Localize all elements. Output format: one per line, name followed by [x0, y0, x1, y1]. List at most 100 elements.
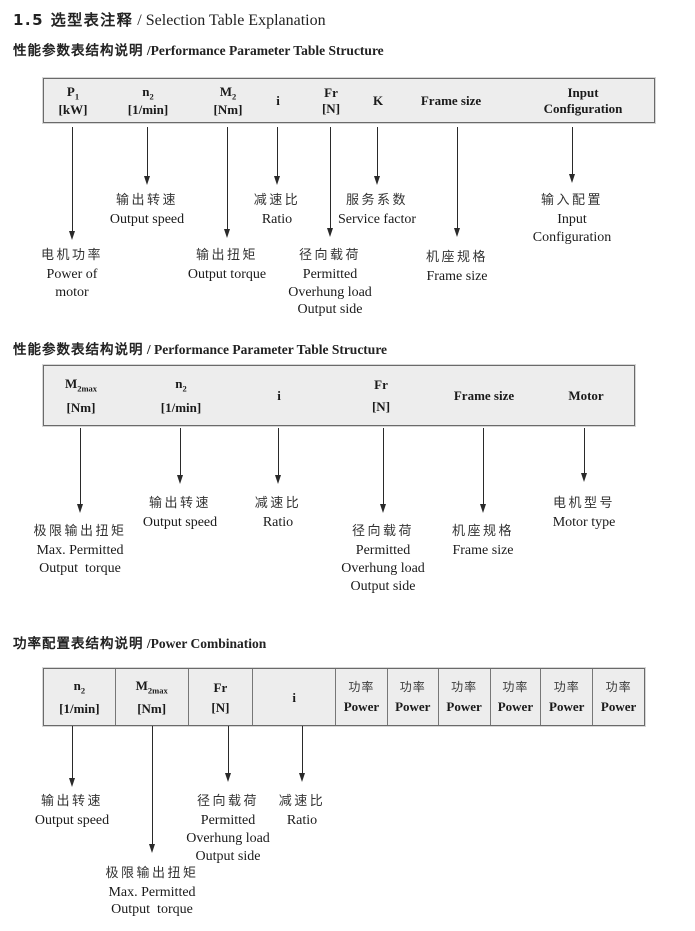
t1-col-frame-size: Frame size	[421, 79, 481, 122]
t3-power-en: Power	[600, 699, 637, 714]
t3-col-n2: n2 [1/min]	[44, 669, 116, 725]
arrow-i-to-ratio-2	[274, 428, 281, 484]
t3-col-power-4: 功率 Power	[491, 669, 542, 725]
s1-label-output-speed-zh: 输出转速	[115, 193, 179, 208]
t2-col-motor-symbol: Motor	[568, 388, 604, 403]
arrow-frame-size	[453, 127, 460, 237]
section3-heading: 功率配置表结构说明 /Power Combination	[13, 632, 266, 653]
t3-power-en: Power	[446, 699, 482, 714]
s3-label-max-torque-en2: Output torque	[111, 902, 193, 917]
s1-label-input-config-zh: 输入配置	[540, 193, 604, 208]
t2-col-m2max: M2max [Nm]	[65, 366, 97, 425]
performance-table-2: M2max [Nm] n2 [1/min] i Fr [N] Frame siz…	[43, 365, 635, 426]
performance-table-1: P1 [kW] n2 [1/min] M2 [Nm] i Fr [N] K Fr…	[43, 78, 655, 123]
arrow-fr-to-overhung-load-2	[379, 428, 386, 513]
t1-col-fr-unit: [N]	[321, 101, 341, 116]
arrow-fr-to-overhung-load	[326, 127, 333, 237]
s1-label-ratio-zh: 减速比	[253, 193, 301, 208]
s2-label-max-torque-en1: Max. Permitted	[36, 543, 124, 558]
t1-col-n2-symbol: n2	[142, 83, 154, 102]
t3-power-en: Power	[497, 699, 534, 714]
s2-label-motor-type-zh: 电机型号	[552, 496, 616, 511]
arrow-n2-to-output-speed	[143, 127, 150, 185]
t3-power-zh: 功率	[348, 680, 375, 694]
t3-power-zh: 功率	[605, 680, 632, 694]
arrow-n2-to-output-speed-2	[176, 428, 183, 484]
s1-label-overhung-en1: Permitted	[302, 267, 358, 282]
section2-heading-en: / Performance Parameter Table Structure	[143, 342, 388, 357]
t2-col-m2max-symbol: M2max	[64, 375, 98, 394]
t3-col-power-2: 功率 Power	[388, 669, 439, 725]
s2-label-overhung-en3: Output side	[350, 579, 416, 594]
t3-col-i-symbol: i	[292, 689, 296, 705]
t1-col-k-symbol: K	[372, 93, 384, 108]
t2-col-fr: Fr [N]	[372, 366, 390, 425]
t3-col-fr: Fr [N]	[189, 669, 254, 725]
t3-power-en: Power	[395, 699, 431, 714]
t2-col-n2-symbol: n2	[175, 375, 187, 394]
t1-col-i-symbol: i	[276, 93, 280, 108]
t2-col-i-symbol: i	[277, 388, 281, 403]
t1-col-i: i	[276, 79, 280, 122]
s1-label-frame-size-zh: 机座规格	[425, 250, 489, 265]
s1-label-overhung-zh: 径向载荷	[298, 248, 362, 263]
section2-heading: 性能参数表结构说明 / Performance Parameter Table …	[13, 338, 387, 359]
t3-power-en: Power	[343, 699, 380, 714]
s3-label-overhung-en3: Output side	[195, 849, 261, 864]
t1-col-input-symbol: Input	[567, 85, 599, 100]
section2-heading-zh: 性能参数表结构说明	[13, 342, 144, 358]
t2-col-n2: n2 [1/min]	[161, 366, 201, 425]
t1-col-fr: Fr [N]	[322, 79, 340, 122]
s3-label-overhung-zh: 径向载荷	[196, 794, 260, 809]
s3-label-max-torque-zh: 极限输出扭矩	[105, 866, 199, 881]
t1-col-input-configuration: Input Configuration	[544, 79, 623, 122]
s2-label-max-torque-en2: Output torque	[39, 561, 121, 576]
power-combination-table: n2 [1/min] M2max [Nm] Fr [N] i 功率 Power …	[43, 668, 645, 726]
section1-heading-en: /Performance Parameter Table Structure	[143, 43, 384, 58]
s1-label-ratio-en: Ratio	[261, 212, 293, 227]
arrow-m2-to-output-torque	[223, 127, 230, 238]
s2-label-output-speed-en: Output speed	[142, 515, 218, 530]
page-title: 1.5 选型表注释 / Selection Table Explanation	[13, 9, 326, 30]
arrow-frame-size-2	[479, 428, 486, 513]
s1-label-overhung-en3: Output side	[297, 302, 363, 317]
s2-label-output-speed-zh: 输出转速	[148, 496, 212, 511]
arrow-m2max-to-max-torque	[76, 428, 83, 513]
t1-col-frame-size-symbol: Frame size	[420, 93, 482, 108]
s1-label-output-torque-zh: 输出扭矩	[195, 248, 259, 263]
s2-label-overhung-en1: Permitted	[355, 543, 411, 558]
s2-label-ratio-zh: 减速比	[254, 496, 302, 511]
t1-col-fr-symbol: Fr	[324, 85, 338, 100]
s3-label-output-speed-en: Output speed	[34, 813, 110, 828]
t3-col-m2max: M2max [Nm]	[116, 669, 189, 725]
t3-col-i: i	[253, 669, 337, 725]
section3-heading-en: /Power Combination	[143, 636, 267, 651]
t3-col-n2-symbol: n2	[73, 678, 86, 696]
arrow-motor-to-motor-type	[580, 428, 587, 482]
s2-label-motor-type-en: Motor type	[552, 515, 616, 530]
t1-col-n2: n2 [1/min]	[128, 79, 168, 122]
t2-col-i: i	[277, 366, 281, 425]
t3-power-zh: 功率	[553, 680, 580, 694]
arrow-i-to-ratio	[273, 127, 280, 185]
t3-col-fr-unit: [N]	[211, 699, 230, 715]
s1-label-service-factor-zh: 服务系数	[345, 193, 409, 208]
s1-label-service-factor-en: Service factor	[337, 212, 417, 227]
s1-label-input-config-en2: Configuration	[532, 230, 612, 245]
s1-label-output-torque-en: Output torque	[187, 267, 267, 282]
t2-col-fr-unit: [N]	[371, 399, 391, 414]
arrow-m2max-to-max-torque-3	[148, 726, 155, 853]
s2-label-frame-size-zh: 机座规格	[451, 524, 515, 539]
t3-col-power-6: 功率 Power	[593, 669, 644, 725]
s3-label-overhung-en2: Overhung load	[186, 831, 270, 846]
t1-col-p1-symbol: P1	[66, 83, 80, 102]
t3-power-zh: 功率	[502, 680, 529, 694]
t3-col-n2-unit: [1/min]	[59, 700, 100, 716]
t3-col-fr-symbol: Fr	[213, 679, 228, 695]
arrow-i-to-ratio-3	[298, 726, 305, 782]
section1-heading-zh: 性能参数表结构说明	[13, 43, 144, 59]
s2-label-max-torque-zh: 极限输出扭矩	[33, 524, 127, 539]
t3-power-en: Power	[549, 699, 585, 714]
page-title-zh: 1.5 选型表注释	[13, 11, 134, 29]
